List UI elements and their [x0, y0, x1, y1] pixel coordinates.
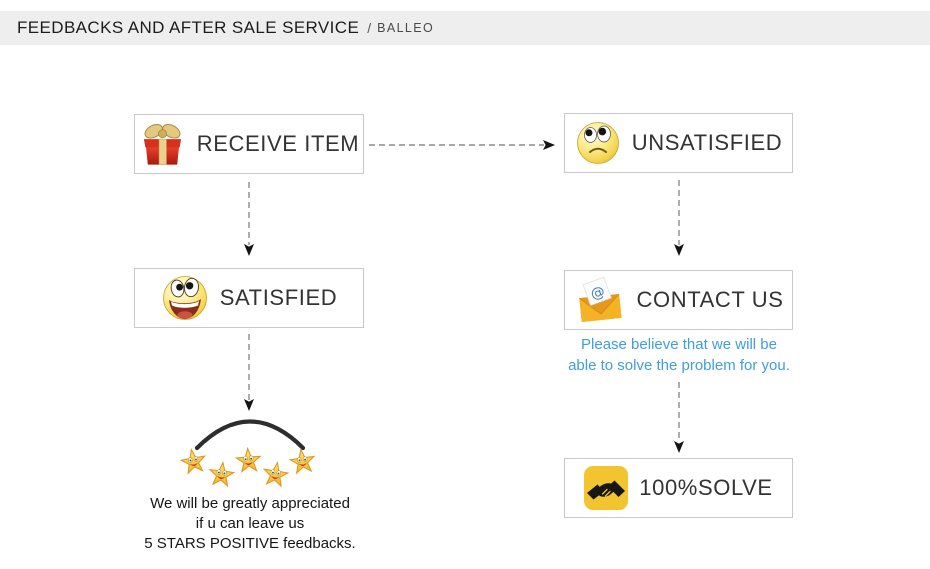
- contact-us-box: @ CONTACT US: [564, 270, 793, 330]
- unsatisfied-box: UNSATISFIED: [564, 113, 793, 173]
- svg-text:@: @: [588, 283, 607, 303]
- contact-note-line2: able to solve the problem for you.: [568, 357, 790, 374]
- feedback-note-line1: We will be greatly appreciated: [150, 495, 350, 512]
- feedback-note-line2: if u can leave us: [195, 515, 305, 532]
- smiling-star-icon: [206, 459, 236, 489]
- smiling-star-icon: [287, 446, 317, 476]
- solve-box: 100%SOLVE: [564, 458, 793, 518]
- smiling-star-icon: [260, 459, 291, 490]
- happy-face-icon: [161, 274, 209, 322]
- solve-label: 100%SOLVE: [639, 475, 773, 500]
- brand-name: BALLEO: [377, 21, 435, 35]
- satisfied-label: SATISFIED: [219, 285, 338, 310]
- contact-us-label: CONTACT US: [636, 287, 784, 312]
- contact-note: Please believe that we will be able to s…: [544, 334, 814, 376]
- sad-face-icon: [575, 120, 621, 166]
- smiling-star-icon: [234, 446, 263, 475]
- email-envelope-icon: @: [574, 276, 626, 324]
- feedback-note-line3: 5 STARS POSITIVE feedbacks.: [144, 535, 356, 552]
- receive-item-box: RECEIVE ITEM: [134, 114, 364, 174]
- title-separator: /: [367, 20, 372, 36]
- unsatisfied-label: UNSATISFIED: [631, 130, 783, 155]
- handshake-icon: [584, 466, 629, 510]
- smiling-star-icon: [178, 446, 209, 477]
- stars-arc: [188, 415, 312, 459]
- section-title: FEEDBACKS AND AFTER SALE SERVICE: [17, 18, 360, 37]
- receive-item-label: RECEIVE ITEM: [196, 131, 360, 156]
- contact-note-line1: Please believe that we will be: [581, 336, 777, 353]
- gift-icon: [139, 120, 186, 168]
- section-header: FEEDBACKS AND AFTER SALE SERVICE / BALLE…: [0, 11, 930, 45]
- feedback-note: We will be greatly appreciated if u can …: [115, 494, 385, 554]
- satisfied-box: SATISFIED: [134, 268, 364, 328]
